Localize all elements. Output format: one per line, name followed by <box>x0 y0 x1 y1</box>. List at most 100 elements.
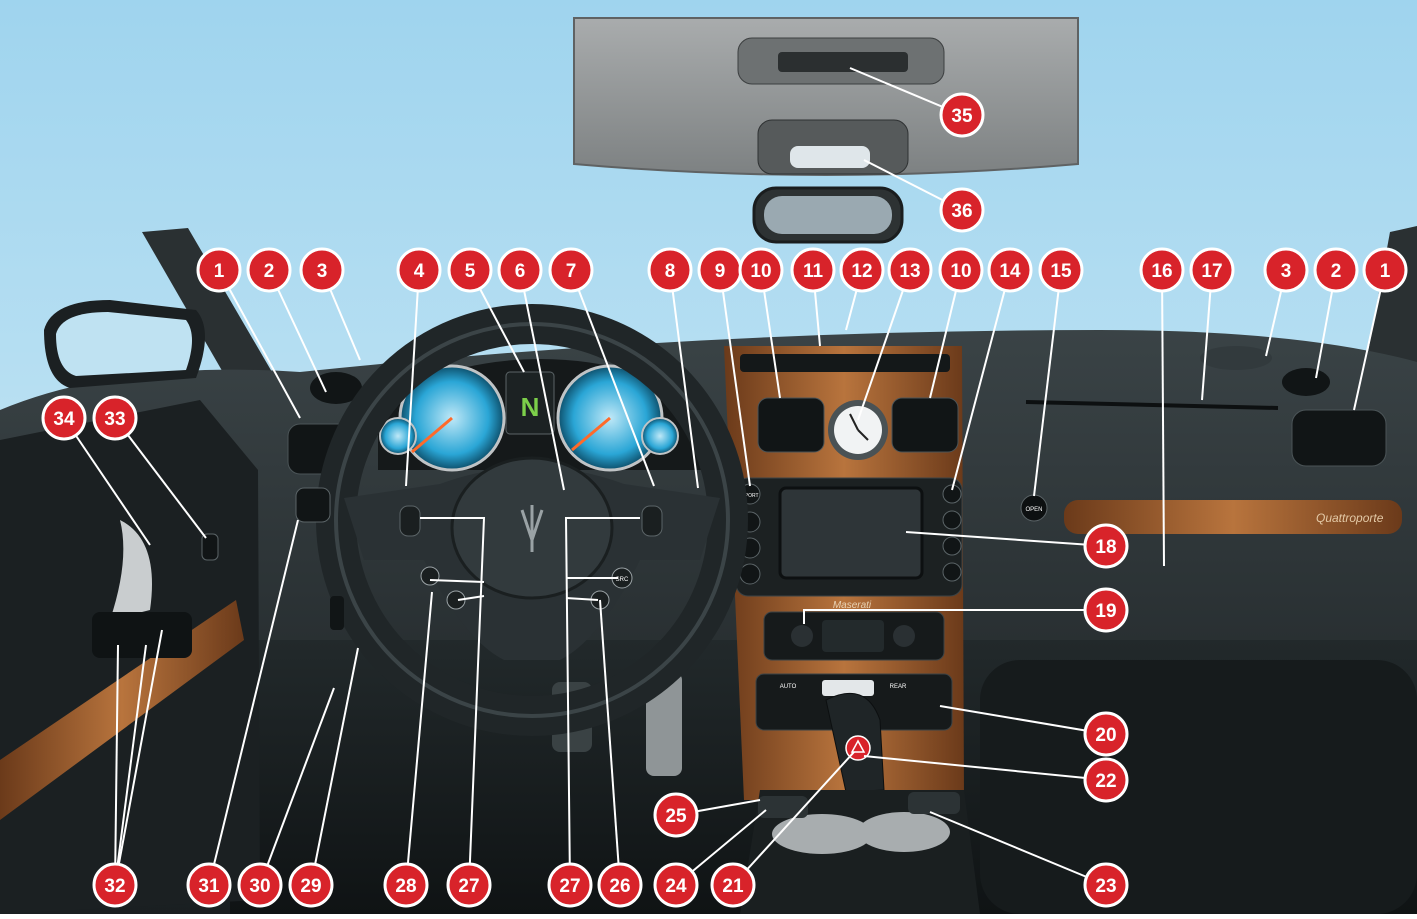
dash-seam <box>1025 400 1279 410</box>
callout-circle <box>1263 247 1309 293</box>
callout-c3b: 3 <box>1263 247 1309 293</box>
callout-circle <box>1362 247 1408 293</box>
leader-line-c16 <box>1161 269 1165 567</box>
callout-number: 13 <box>899 261 920 282</box>
sport-button-label: SPORT <box>741 493 758 499</box>
voice-command-button[interactable] <box>420 566 440 586</box>
asr-off-button[interactable] <box>739 563 761 585</box>
callout-circle <box>938 247 984 293</box>
leader-line-c34 <box>63 417 151 546</box>
center-vent-right <box>891 397 959 453</box>
callout-circle <box>548 247 594 293</box>
callout-number: 31 <box>198 876 220 897</box>
callout-number: 7 <box>566 261 577 282</box>
callout-number: 16 <box>1151 261 1172 282</box>
callout-c19: 19 <box>1083 587 1129 633</box>
door-handle <box>110 520 152 620</box>
seat-heat-left-button[interactable] <box>942 484 962 504</box>
callout-circle <box>790 247 836 293</box>
gear-indicator: N <box>521 392 540 422</box>
callout-c15: 15 <box>1038 247 1084 293</box>
callout-number: 33 <box>104 409 125 430</box>
callout-circle <box>1083 523 1129 569</box>
callout-number: 23 <box>1095 876 1116 897</box>
callout-circle <box>92 862 138 908</box>
callout-circle <box>653 862 699 908</box>
steering-column-lever[interactable] <box>330 596 344 630</box>
leader-line-c4 <box>405 269 420 487</box>
console-switch-left[interactable] <box>758 796 808 818</box>
callout-number: 6 <box>515 261 526 282</box>
callout-number: 3 <box>317 261 328 282</box>
light-switch[interactable] <box>295 487 331 523</box>
open-button-label: OPEN <box>1025 507 1042 513</box>
radio-keypad[interactable] <box>822 620 884 652</box>
callout-c35: 35 <box>939 92 985 138</box>
callout-number: 20 <box>1095 725 1116 746</box>
callout-c1a: 1 <box>196 247 242 293</box>
callout-number: 11 <box>803 261 824 282</box>
cup-holder-right <box>858 812 950 852</box>
leader-line-c27a-2 <box>457 595 485 601</box>
steering-wheel-highlight <box>334 322 730 718</box>
callout-circle <box>186 862 232 908</box>
paddle-right[interactable] <box>641 505 663 537</box>
callout-c11: 11 <box>790 247 836 293</box>
callout-circle <box>1038 247 1084 293</box>
clock-hand-minute <box>857 429 869 441</box>
seat-heat-right-button[interactable] <box>942 510 962 530</box>
callout-circle <box>738 247 784 293</box>
leader-line-c15 <box>1033 269 1062 497</box>
leader-line-c32-1 <box>114 644 147 886</box>
callout-number: 26 <box>609 876 630 897</box>
callout-circle <box>1313 247 1359 293</box>
park-sensor-button[interactable] <box>942 562 962 582</box>
dash-top-vent <box>740 354 950 372</box>
callout-c31: 31 <box>186 862 232 908</box>
leader-line-c1a <box>218 269 301 419</box>
callout-circle <box>547 862 593 908</box>
callout-circle <box>710 862 756 908</box>
callout-c8: 8 <box>647 247 693 293</box>
callout-number: 32 <box>104 876 125 897</box>
callout-number: 29 <box>300 876 321 897</box>
callout-number: 5 <box>465 261 476 282</box>
console-switch-right[interactable] <box>908 792 960 814</box>
callout-circle <box>246 247 292 293</box>
callout-number: 2 <box>264 261 275 282</box>
leader-line-c26 <box>599 599 621 886</box>
phone-button[interactable] <box>446 590 466 610</box>
callout-c30: 30 <box>237 862 283 908</box>
callout-c13: 13 <box>887 247 933 293</box>
leader-line-c9 <box>719 269 751 487</box>
callout-circle <box>647 247 693 293</box>
paddle-left[interactable] <box>399 505 421 537</box>
callout-c21: 21 <box>710 862 756 908</box>
callout-circle <box>396 247 442 293</box>
leader-line-c22 <box>863 755 1107 781</box>
exterior-mirror-glass <box>56 312 192 376</box>
rear-blind-button[interactable] <box>942 536 962 556</box>
callout-number: 25 <box>665 806 687 827</box>
mirror-adjust-switch[interactable] <box>201 533 219 561</box>
radio-left-knob[interactable] <box>791 625 813 647</box>
display-screen <box>778 486 924 580</box>
left-round-vent <box>310 372 362 404</box>
leader-line-c21 <box>732 751 855 886</box>
callout-circle <box>446 862 492 908</box>
leader-line-c23 <box>929 811 1107 886</box>
callout-number: 14 <box>999 261 1021 282</box>
radio-right-knob[interactable] <box>893 625 915 647</box>
callout-circle <box>839 247 885 293</box>
overhead-light-switches <box>778 52 908 72</box>
callout-c6: 6 <box>497 247 543 293</box>
leader-line-c7 <box>570 269 655 487</box>
callout-number: 3 <box>1281 261 1292 282</box>
fuel-gauge <box>379 417 417 455</box>
callout-circle <box>497 247 543 293</box>
callout-c14: 14 <box>987 247 1033 293</box>
callout-c12: 12 <box>839 247 885 293</box>
temperature-gauge <box>641 417 679 455</box>
callout-c28: 28 <box>383 862 429 908</box>
